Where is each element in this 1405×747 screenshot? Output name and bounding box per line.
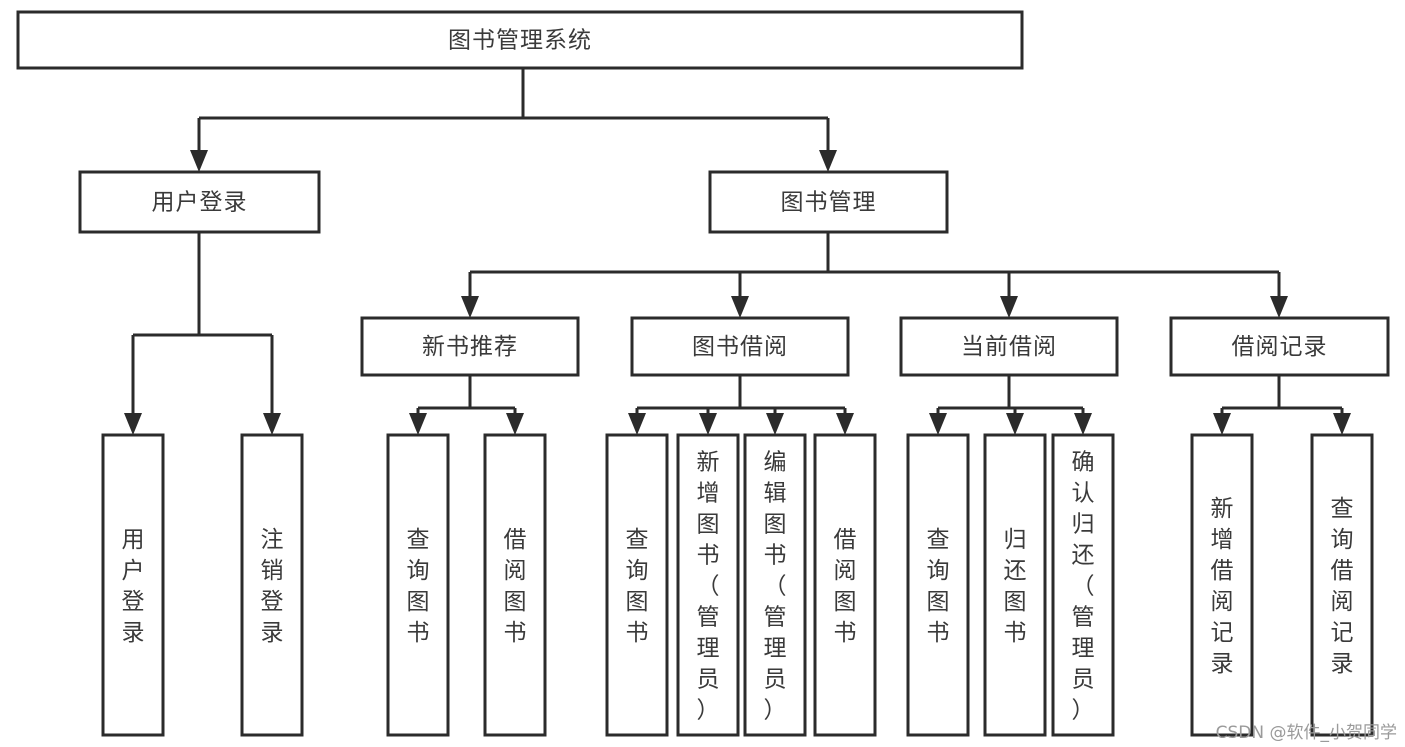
node-box[interactable] xyxy=(906,433,970,737)
arrow-head xyxy=(1270,296,1288,318)
connector-edge-bookmgmt-bus xyxy=(461,232,1288,318)
watermark-label: CSDN @软件_小贺同学 xyxy=(1215,723,1397,743)
node-leaf-borrow-book-recommend[interactable]: 借阅图书 xyxy=(483,433,547,737)
arrow-head xyxy=(836,413,854,435)
node-label: 查询图书 xyxy=(927,527,950,646)
node-label: 借阅图书 xyxy=(834,527,857,646)
node-box[interactable] xyxy=(743,433,807,737)
arrow-head xyxy=(1000,296,1018,318)
arrow-head xyxy=(1074,413,1092,435)
node-box[interactable] xyxy=(483,433,547,737)
node-label: 图书管理系统 xyxy=(448,28,592,54)
node-label: 查询图书 xyxy=(626,527,649,646)
arrow-head xyxy=(409,413,427,435)
node-new-book-recommend[interactable]: 新书推荐 xyxy=(360,316,580,377)
node-leaf-query-borrow-record[interactable]: 查询借阅记录 xyxy=(1310,433,1374,737)
arrow-head xyxy=(766,413,784,435)
node-leaf-query-book-borrow[interactable]: 查询图书 xyxy=(605,433,669,737)
arrow-head xyxy=(1213,413,1231,435)
node-box[interactable] xyxy=(708,170,949,234)
node-leaf-user-login[interactable]: 用户登录 xyxy=(101,433,165,737)
node-label: 借阅图书 xyxy=(504,527,527,646)
node-box[interactable] xyxy=(1190,433,1254,737)
node-box[interactable] xyxy=(676,433,740,737)
node-borrow-record[interactable]: 借阅记录 xyxy=(1169,316,1390,377)
arrow-head xyxy=(263,413,281,435)
node-label: 图书借阅 xyxy=(692,334,788,360)
arrow-head xyxy=(628,413,646,435)
connector-edge-record-bus xyxy=(1213,375,1351,435)
node-label: 用户登录 xyxy=(152,190,248,216)
node-book-borrow[interactable]: 图书借阅 xyxy=(630,316,850,377)
node-box[interactable] xyxy=(1310,433,1374,737)
arrow-head xyxy=(819,150,837,172)
node-current-borrow[interactable]: 当前借阅 xyxy=(899,316,1119,377)
connector-edge-root-bus xyxy=(190,68,837,172)
connector-edge-current-bus xyxy=(929,375,1092,435)
node-box[interactable] xyxy=(813,433,877,737)
node-leaf-confirm-return[interactable]: 确认归还（管理员） xyxy=(1051,433,1115,737)
arrow-head xyxy=(699,413,717,435)
node-leaf-edit-book[interactable]: 编辑图书（管理员） xyxy=(743,433,807,737)
arrow-head xyxy=(461,296,479,318)
node-label: 查询借阅记录 xyxy=(1331,496,1354,677)
node-label: 归还图书 xyxy=(1004,527,1027,646)
node-label: 用户登录 xyxy=(122,527,145,646)
node-layer: 图书管理系统用户登录图书管理新书推荐图书借阅当前借阅借阅记录用户登录注销登录查询… xyxy=(16,10,1390,737)
node-leaf-query-book-recommend[interactable]: 查询图书 xyxy=(386,433,450,737)
node-label: 借阅记录 xyxy=(1232,334,1328,360)
node-box[interactable] xyxy=(16,10,1024,70)
arrow-head xyxy=(731,296,749,318)
node-label: 当前借阅 xyxy=(961,334,1057,360)
node-leaf-return-book[interactable]: 归还图书 xyxy=(983,433,1047,737)
node-root[interactable]: 图书管理系统 xyxy=(16,10,1024,70)
node-box[interactable] xyxy=(983,433,1047,737)
connector-edge-borrow-bus xyxy=(628,375,854,435)
arrow-head xyxy=(1006,413,1024,435)
node-label: 注销登录 xyxy=(261,527,284,646)
node-leaf-logout[interactable]: 注销登录 xyxy=(240,433,304,737)
node-box[interactable] xyxy=(1051,433,1115,737)
node-box[interactable] xyxy=(240,433,304,737)
node-leaf-borrow-book[interactable]: 借阅图书 xyxy=(813,433,877,737)
node-box[interactable] xyxy=(101,433,165,737)
node-box[interactable] xyxy=(78,170,321,234)
node-box[interactable] xyxy=(1169,316,1390,377)
node-user-login[interactable]: 用户登录 xyxy=(78,170,321,234)
node-leaf-query-book-current[interactable]: 查询图书 xyxy=(906,433,970,737)
node-label: 确认归还（管理员） xyxy=(1072,450,1095,724)
arrow-head xyxy=(190,150,208,172)
arrow-head xyxy=(929,413,947,435)
node-book-management[interactable]: 图书管理 xyxy=(708,170,949,234)
node-label: 新书推荐 xyxy=(422,334,518,360)
node-box[interactable] xyxy=(630,316,850,377)
node-leaf-add-book[interactable]: 新增图书（管理员） xyxy=(676,433,740,737)
connector-edge-recommend-bus xyxy=(409,375,524,435)
arrow-head xyxy=(506,413,524,435)
node-box[interactable] xyxy=(605,433,669,737)
node-box[interactable] xyxy=(360,316,580,377)
arrow-head xyxy=(1333,413,1351,435)
connector-edge-login-bus xyxy=(124,232,281,435)
node-label: 图书管理 xyxy=(781,190,877,216)
node-label: 查询图书 xyxy=(407,527,430,646)
node-label: 编辑图书（管理员） xyxy=(764,450,787,724)
node-box[interactable] xyxy=(899,316,1119,377)
connector-layer xyxy=(124,68,1351,435)
node-box[interactable] xyxy=(386,433,450,737)
node-label: 新增图书（管理员） xyxy=(697,450,720,724)
arrow-head xyxy=(124,413,142,435)
node-label: 新增借阅记录 xyxy=(1211,496,1234,677)
node-leaf-add-borrow-record[interactable]: 新增借阅记录 xyxy=(1190,433,1254,737)
